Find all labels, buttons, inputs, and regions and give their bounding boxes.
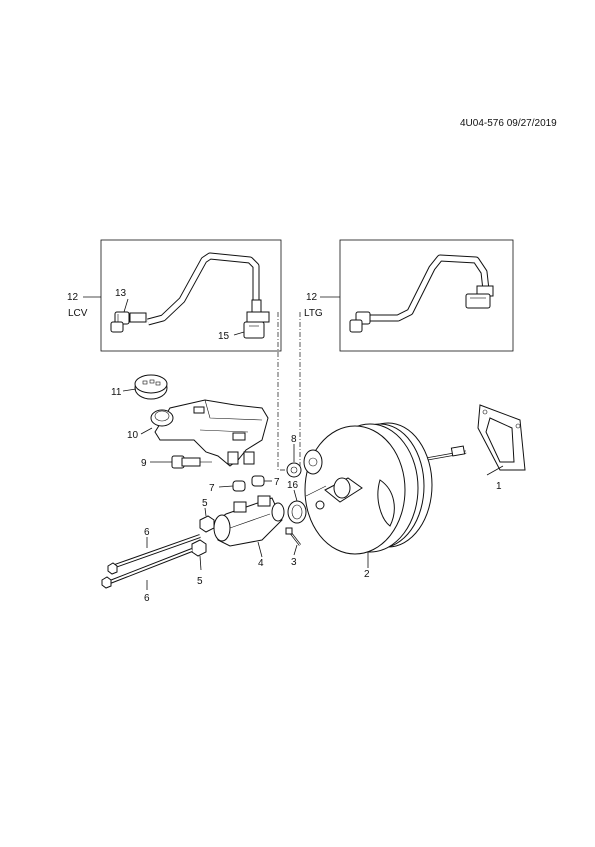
variant-lcv: LCV [68, 308, 88, 319]
reservoir-grommet-7a [232, 480, 246, 492]
fluid-reservoir-10 [154, 399, 269, 467]
callout-15: 15 [218, 331, 230, 342]
seal-16 [287, 500, 307, 524]
callout-10: 10 [127, 430, 139, 441]
ltg-inset-frame [339, 239, 514, 352]
callout-5a: 5 [202, 498, 208, 509]
callout-4: 4 [258, 558, 264, 569]
reservoir-grommet-7b [251, 475, 265, 487]
callout-6a: 6 [144, 527, 150, 538]
tube-nut-5b [191, 539, 207, 557]
master-cylinder-4 [213, 495, 285, 547]
callout-7a: 7 [209, 483, 215, 494]
tube-nut-5a [199, 515, 215, 533]
callout-12-ltg: 12 [306, 292, 318, 303]
callout-7b: 7 [274, 477, 280, 488]
fluid-reservoir-cap-11 [134, 374, 168, 400]
variant-ltg: LTG [304, 308, 323, 319]
document-id: 4U04-576 09/27/2019 [460, 118, 557, 129]
lcv-check-valve-13 [110, 311, 147, 333]
lcv-inset-frame [100, 239, 282, 352]
ltg-left-fitting [349, 311, 371, 333]
gasket-1 [477, 404, 526, 471]
callout-8: 8 [291, 434, 297, 445]
callout-11: 11 [111, 387, 122, 398]
ltg-inset [339, 239, 514, 352]
callout-3: 3 [291, 557, 297, 568]
lcv-inset [100, 239, 282, 352]
ltg-vacuum-hose [368, 254, 490, 322]
callout-12-lcv: 12 [67, 292, 79, 303]
brake-booster-2 [303, 422, 433, 555]
callout-1: 1 [496, 481, 502, 492]
ltg-right-fitting [465, 285, 494, 309]
lcv-connector-15 [243, 299, 270, 339]
fluid-level-sensor-9 [171, 455, 212, 469]
callout-16: 16 [287, 480, 299, 491]
callout-5b: 5 [197, 576, 203, 587]
callout-6b: 6 [144, 593, 150, 604]
grommet-8 [286, 462, 302, 478]
stud-3 [285, 527, 301, 546]
callout-9: 9 [141, 458, 147, 469]
callout-13: 13 [115, 288, 127, 299]
callout-2: 2 [364, 569, 370, 580]
brake-pipe-6a [107, 534, 201, 575]
brake-pipe-6b [101, 548, 193, 589]
reservoir-filler-neck [150, 409, 174, 427]
